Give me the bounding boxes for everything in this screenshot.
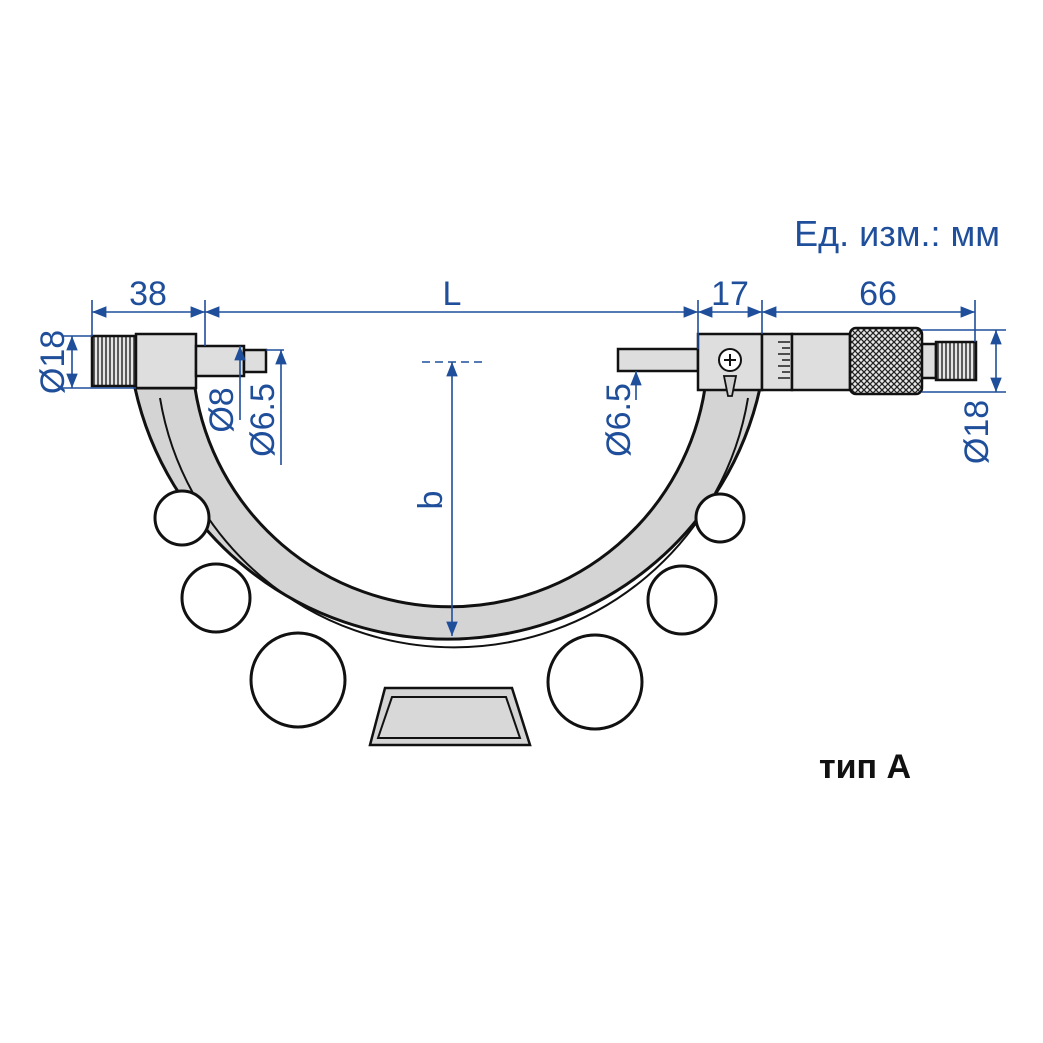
dim-span: L [443, 275, 462, 313]
dim-left-frame-dia: Ø18 [34, 330, 72, 394]
lock-screw-cross [724, 354, 736, 366]
spindle-assembly [616, 326, 978, 397]
dim-spindle-dia: Ø6.5 [600, 383, 638, 457]
dimension-lines [62, 300, 1006, 636]
dim-left-anvil-dia: Ø8 [203, 387, 241, 432]
dim-depth: b [412, 491, 450, 510]
dim-thimble-length: 66 [859, 275, 897, 313]
sleeve [760, 332, 794, 392]
dim-head-width: 17 [711, 275, 749, 313]
frame-hole [694, 492, 746, 544]
thimble [790, 332, 852, 392]
frame-hole [249, 631, 347, 729]
frame-hole [153, 489, 211, 547]
frame-hole [546, 633, 644, 731]
dim-thimble-dia: Ø18 [958, 400, 996, 464]
ratchet-stop[interactable] [934, 340, 978, 382]
anvil-holder [134, 332, 198, 390]
dim-left-anvil-length: 38 [129, 275, 167, 313]
micrometer-frame [133, 386, 762, 747]
frame-name-plate-inner [376, 696, 522, 739]
frame-hole [646, 564, 718, 636]
sleeve-scale [778, 341, 790, 379]
ratchet-neck [920, 342, 938, 380]
lock-lever[interactable] [722, 375, 738, 397]
dim-left-tip-dia: Ø6.5 [244, 383, 282, 457]
anvil-knurled-knob [90, 334, 138, 388]
anvil-shaft [194, 344, 246, 378]
type-label: тип А [819, 748, 911, 786]
left-anvil-assembly [90, 332, 268, 390]
frame-hole [180, 562, 252, 634]
thimble-knurled-grip[interactable] [848, 326, 924, 396]
spindle [616, 347, 700, 373]
units-label: Ед. изм.: мм [794, 213, 1000, 254]
anvil-tip [242, 348, 268, 374]
